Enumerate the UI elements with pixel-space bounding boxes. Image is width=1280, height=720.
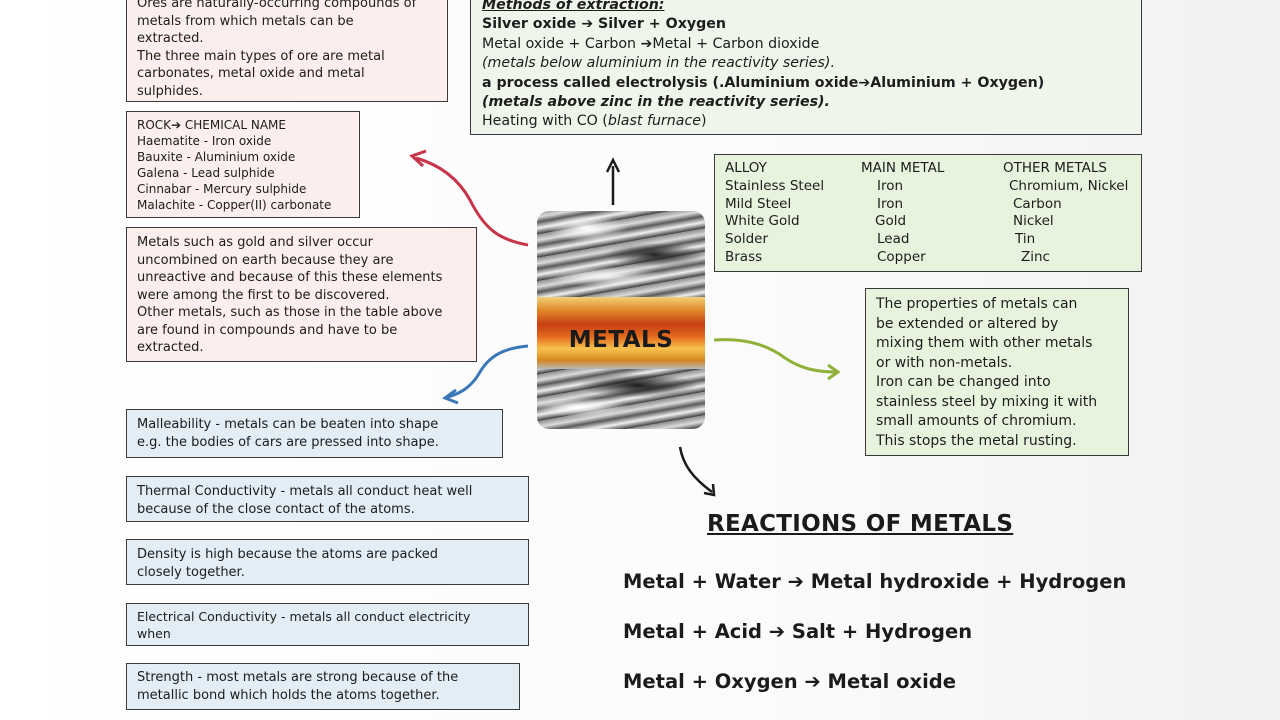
uncombined-metals-box: Metals such as gold and silver occur unc… [126, 227, 477, 362]
density-line: Density is high because the atoms are pa… [137, 547, 438, 562]
reaction-water: Metal + Water ➔ Metal hydroxide + Hydrog… [623, 570, 1127, 593]
properties-line: mixing them with other metals [876, 335, 1093, 351]
properties-line: stainless steel by mixing it with [876, 393, 1098, 410]
alloy-table: ALLOY MAIN METAL OTHER METALS Stainless … [725, 160, 1131, 267]
properties-line: or with non-metals. [876, 354, 1013, 371]
extraction-last-suffix: ) [700, 113, 707, 130]
extraction-line: (metals below aluminium in the reactivit… [482, 55, 835, 72]
ores-info-box: Ores are naturally-occurring compounds o… [126, 0, 448, 102]
alloy-cell: Mild Steel [725, 195, 792, 212]
extraction-line: a process called electrolysis (.Aluminiu… [482, 74, 1045, 91]
alloy-cell: Brass [725, 248, 763, 265]
molten-metal-band [537, 297, 705, 369]
metals-center-image: METALS [537, 211, 705, 429]
alloy-table-box: ALLOY MAIN METAL OTHER METALS Stainless … [714, 154, 1142, 272]
red-arrowhead-icon [409, 149, 427, 168]
alloy-cell: White Gold [725, 213, 800, 230]
uncombined-line: extracted. [137, 340, 204, 355]
table-row: Brass Copper Zinc [725, 249, 1131, 267]
rock-item: Malachite - Copper(II) carbonate [137, 198, 332, 212]
electrical-conductivity-box: Electrical Conductivity - metals all con… [126, 603, 529, 646]
alloy-cell: Copper [877, 248, 926, 265]
alloy-properties-box: The properties of metals can be extended… [865, 288, 1129, 456]
extraction-line: Metal oxide + Carbon ➔Metal + Carbon dio… [482, 35, 820, 52]
properties-line: Iron can be changed into [876, 374, 1051, 390]
alloy-cell: Zinc [1021, 248, 1050, 265]
blue-arrowhead-icon [441, 388, 459, 405]
properties-line: be extended or altered by [876, 315, 1059, 332]
malleability-line: e.g. the bodies of cars are pressed into… [137, 434, 439, 450]
thermal-conductivity-box: Thermal Conductivity - metals all conduc… [126, 476, 529, 522]
alloy-cell: Lead [877, 231, 910, 248]
table-row: Mild Steel Iron Carbon [725, 196, 1131, 214]
extraction-methods-box: Methods of extraction: Silver oxide ➔ Si… [470, 0, 1142, 135]
ores-line: metals from which metals can be [137, 13, 354, 29]
alloy-cell: Iron [877, 195, 904, 212]
uncombined-line: were among the first to be discovered. [137, 287, 390, 303]
uncombined-line: uncombined on earth because they are [137, 252, 394, 268]
alloy-cell: Chromium, Nickel [1009, 177, 1129, 194]
black-curved-arrow-icon [678, 446, 713, 494]
uncombined-line: Metals such as gold and silver occur [137, 235, 373, 250]
properties-line: This stops the metal rusting. [876, 432, 1077, 449]
table-row: White Gold Gold Nickel [725, 213, 1131, 231]
reactions-heading: REACTIONS OF METALS [707, 511, 1014, 537]
rock-item: Bauxite - Aluminium oxide [137, 150, 296, 164]
rocks-box: ROCK➔ CHEMICAL NAME Haematite - Iron oxi… [126, 111, 360, 218]
rocks-header: ROCK➔ CHEMICAL NAME [137, 118, 286, 132]
rock-item: Haematite - Iron oxide [137, 134, 272, 148]
green-curved-arrow-icon [713, 338, 837, 374]
alloy-cell: Carbon [1013, 195, 1062, 212]
strength-box: Strength - most metals are strong becaus… [126, 663, 520, 710]
up-arrowhead-icon [605, 157, 621, 173]
extraction-line: Silver oxide ➔ Silver + Oxygen [482, 16, 726, 33]
metals-title: METALS [568, 327, 674, 353]
uncombined-line: unreactive and because of this these ele… [137, 270, 443, 285]
ores-line: The three main types of ore are metal [137, 48, 385, 64]
uncombined-line: Other metals, such as those in the table… [137, 305, 443, 320]
ores-line: extracted. [137, 31, 204, 46]
uncombined-line: are found in compounds and have to be [137, 322, 398, 338]
extraction-last-italic: blast furnace [607, 113, 701, 130]
ores-line: sulphides. [137, 83, 203, 99]
reaction-oxygen: Metal + Oxygen ➔ Metal oxide [623, 670, 956, 693]
table-row: Stainless Steel Iron Chromium, Nickel [725, 178, 1131, 196]
density-line: closely together. [137, 564, 245, 580]
alloy-cell: Iron [877, 177, 904, 194]
extraction-heading: Methods of extraction: [482, 0, 665, 13]
rock-item: Cinnabar - Mercury sulphide [137, 182, 307, 196]
black-arrowhead-icon [703, 483, 716, 497]
extraction-last-prefix: Heating with CO ( [482, 113, 608, 130]
density-box: Density is high because the atoms are pa… [126, 539, 529, 585]
extraction-line-last: Heating with CO (blast furnace) [482, 112, 1130, 131]
ores-line: carbonates, metal oxide and metal [137, 66, 365, 81]
electrical-line: Electrical Conductivity - metals all con… [137, 609, 471, 624]
alloy-header: OTHER METALS [1003, 160, 1107, 176]
electrical-line: when [137, 625, 171, 641]
properties-line: The properties of metals can [876, 296, 1078, 312]
properties-line: small amounts of chromium. [876, 413, 1077, 429]
strength-line: metallic bond which holds the atoms toge… [137, 687, 440, 703]
strength-line: Strength - most metals are strong becaus… [137, 670, 459, 685]
alloy-header: MAIN METAL [861, 160, 945, 176]
alloy-cell: Stainless Steel [725, 177, 825, 194]
alloy-cell: Gold [875, 213, 907, 230]
thermal-line: because of the close contact of the atom… [137, 501, 415, 517]
ores-line: Ores are naturally-occurring compounds o… [137, 0, 417, 11]
alloy-cell: Nickel [1013, 213, 1054, 230]
alloy-cell: Solder [725, 231, 769, 248]
thermal-line: Thermal Conductivity - metals all conduc… [137, 484, 473, 499]
rock-item: Galena - Lead sulphide [137, 166, 275, 180]
malleability-line: Malleability - metals can be beaten into… [137, 417, 439, 432]
malleability-box: Malleability - metals can be beaten into… [126, 409, 503, 458]
alloy-cell: Tin [1015, 231, 1036, 248]
green-arrowhead-icon [827, 363, 841, 381]
table-row: Solder Lead Tin [725, 231, 1131, 249]
alloy-header-row: ALLOY MAIN METAL OTHER METALS [725, 160, 1131, 178]
alloy-header: ALLOY [725, 160, 767, 176]
extraction-line: (metals above zinc in the reactivity ser… [482, 94, 830, 111]
reaction-acid: Metal + Acid ➔ Salt + Hydrogen [623, 620, 973, 643]
